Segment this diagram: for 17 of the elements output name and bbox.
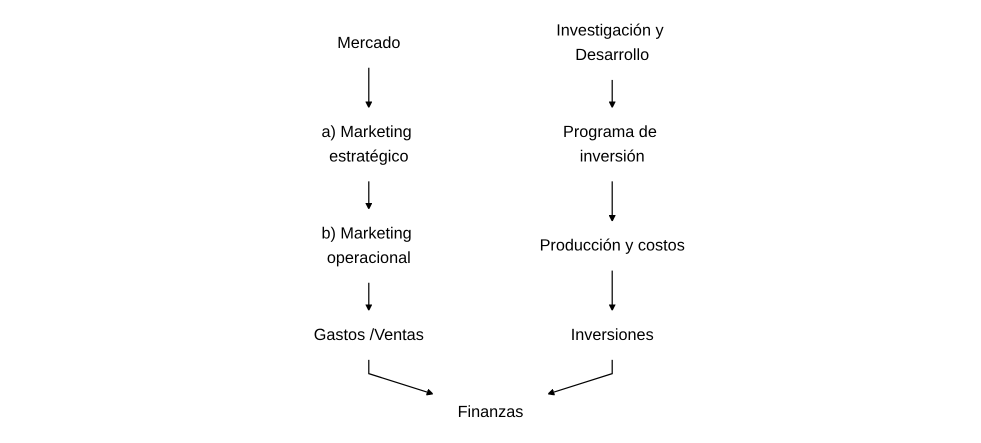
arrow <box>547 359 613 396</box>
node-text: Programa de inversión <box>563 123 657 166</box>
arrow <box>608 80 616 108</box>
node-text: a) Marketing estratégico <box>321 123 412 166</box>
node-text: Finanzas <box>458 403 524 422</box>
arrow <box>365 282 372 312</box>
node-text: Mercado <box>337 34 400 52</box>
arrow <box>365 180 372 210</box>
arrow <box>608 270 616 312</box>
node-text: Inversiones <box>570 326 654 344</box>
arrow <box>365 67 372 108</box>
node-text: b) Marketing operacional <box>321 224 412 267</box>
node-text: Investigación y Desarrollo <box>556 22 664 64</box>
node-text: Producción y costos <box>540 236 685 255</box>
arrow <box>368 359 434 396</box>
arrow <box>608 180 616 222</box>
node-text: Gastos /Ventas <box>314 326 424 344</box>
